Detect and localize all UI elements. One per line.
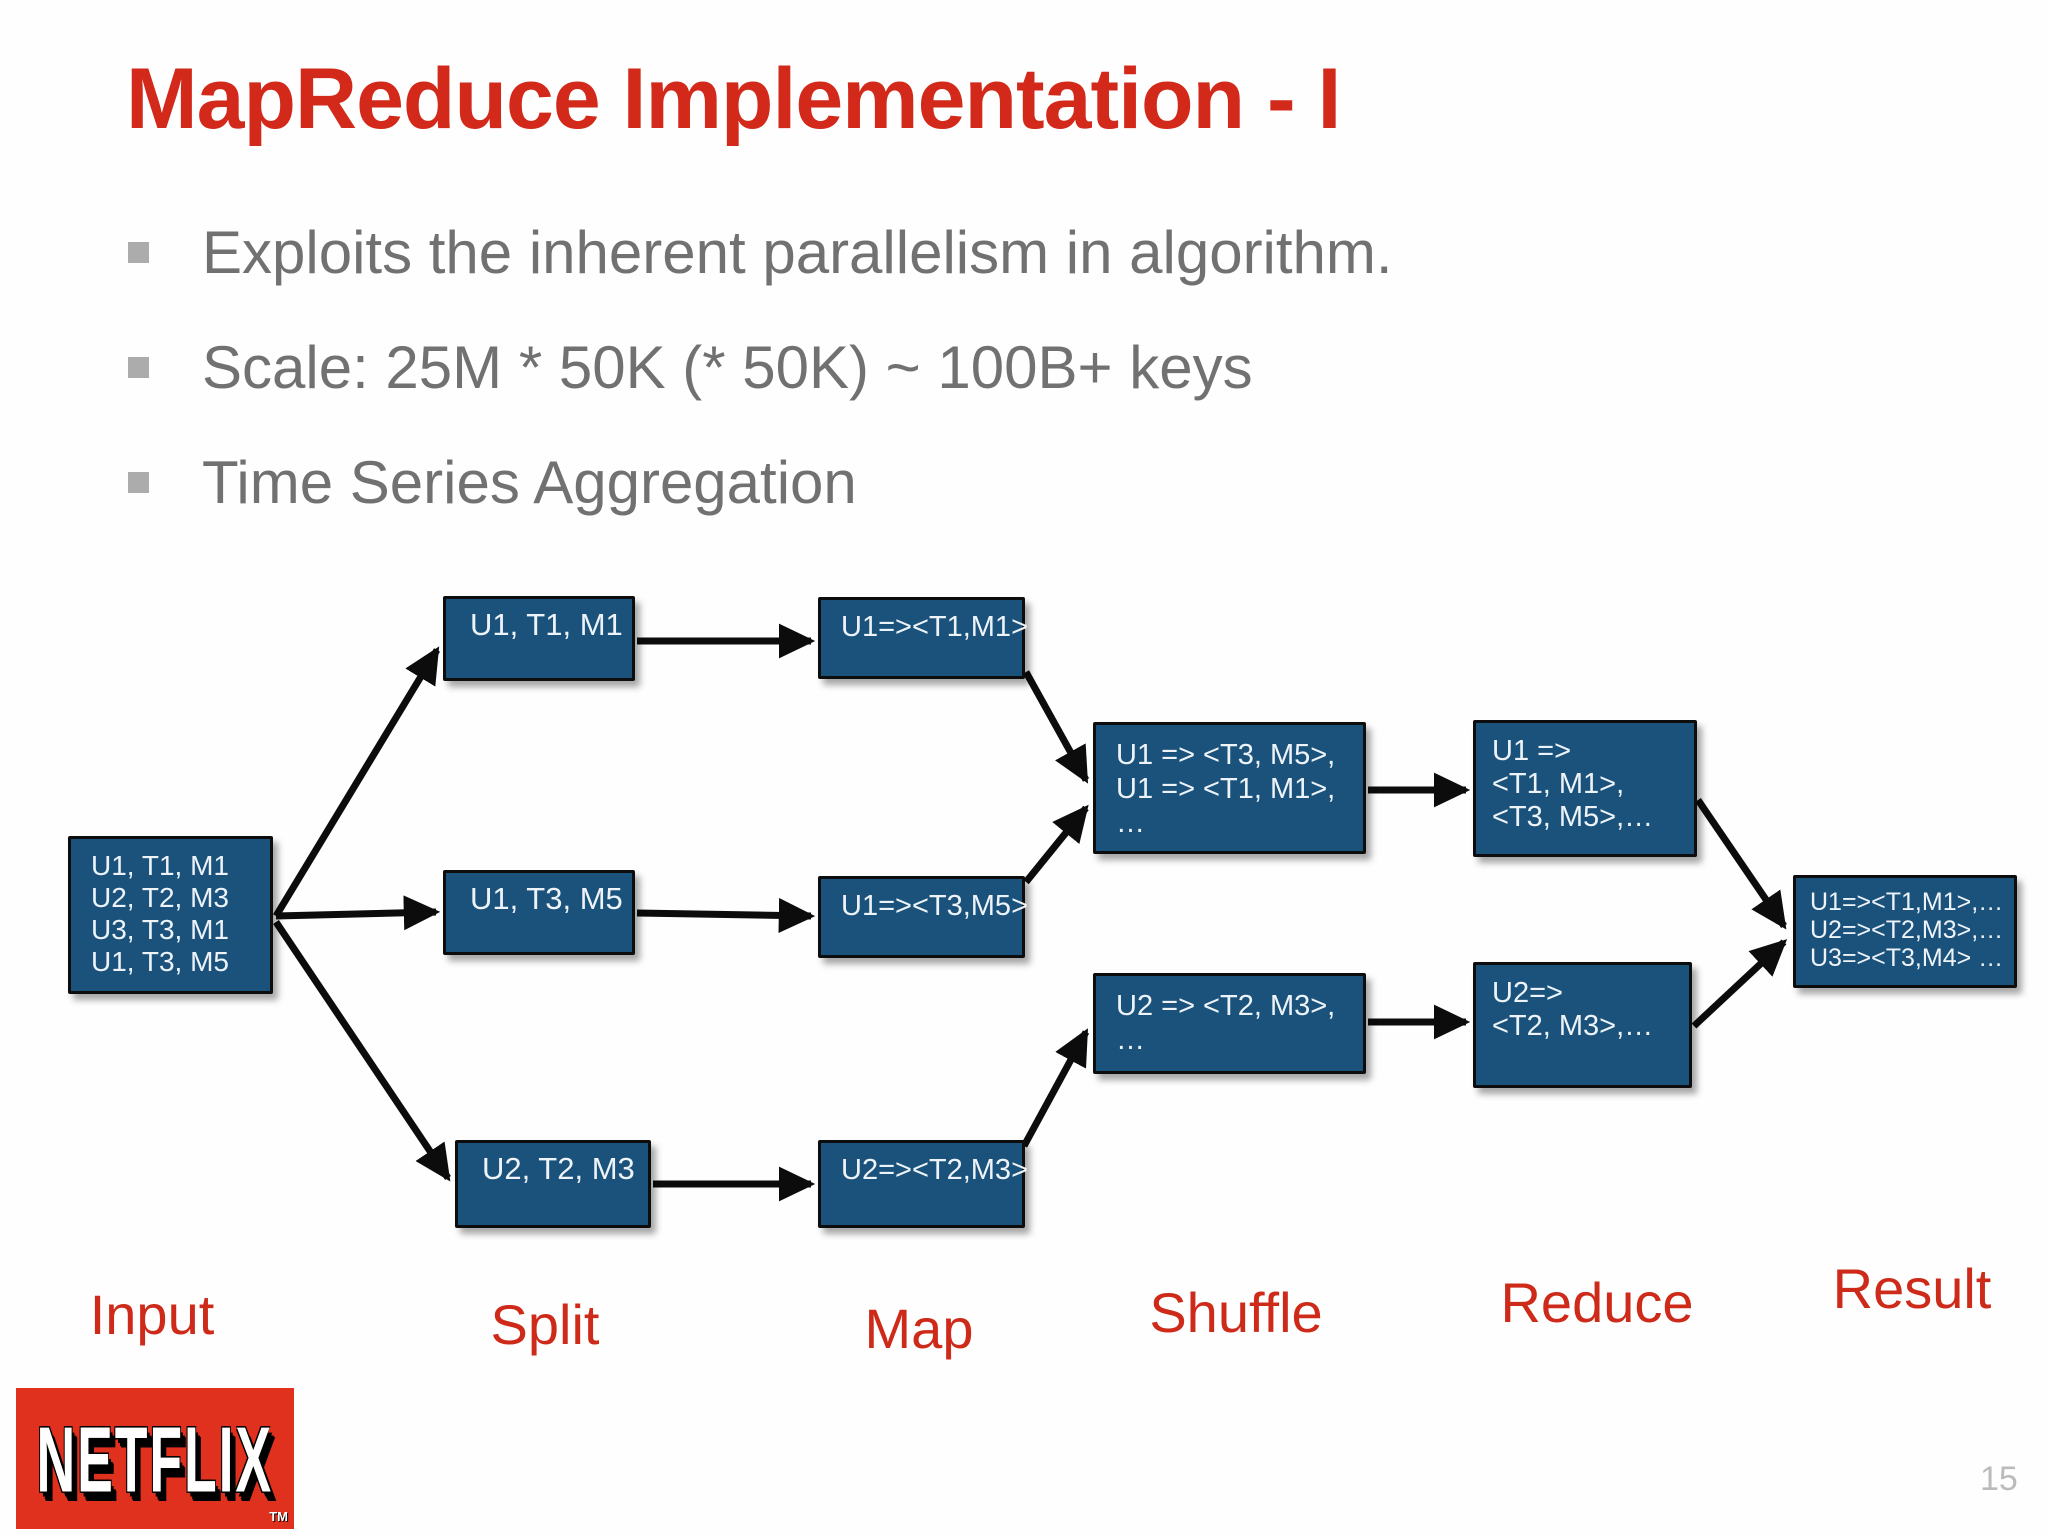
- slide-title: MapReduce Implementation - I: [126, 51, 1341, 147]
- bullet-square-icon: [128, 357, 149, 378]
- node-shuffle-1-line: …: [1116, 807, 1145, 839]
- node-input-line: U3, T3, M1: [91, 914, 229, 945]
- stage-label-map: Map: [864, 1297, 974, 1360]
- node-map-1: U1=><T1,M1>: [818, 597, 1028, 679]
- node-shuffle-2-line: U2 => <T2, M3>,: [1116, 990, 1336, 1022]
- stage-label-split: Split: [490, 1293, 600, 1356]
- node-reduce-2: U2=> <T2, M3>,…: [1473, 962, 1692, 1088]
- node-split-3-text: U2, T2, M3: [482, 1151, 635, 1186]
- arrow-input-split1: [273, 646, 440, 918]
- node-result-line: U3=><T3,M4> …: [1810, 944, 2004, 972]
- node-split-1: U1, T1, M1: [443, 596, 635, 681]
- node-result-line: U2=><T2,M3>,…: [1810, 916, 2004, 944]
- bullet-square-icon: [128, 472, 149, 493]
- arrow-input-split3: [273, 920, 451, 1182]
- stage-label-shuffle: Shuffle: [1149, 1281, 1323, 1344]
- node-reduce-1-line: <T3, M5>,…: [1492, 801, 1654, 833]
- node-shuffle-2-line: …: [1116, 1024, 1145, 1056]
- node-split-3: U2, T2, M3: [455, 1140, 651, 1228]
- bullet-text: Time Series Aggregation: [202, 449, 857, 516]
- node-map-2-text: U1=><T3,M5>: [841, 890, 1028, 922]
- arrow-input-split2: [275, 895, 441, 931]
- node-result-line: U1=><T1,M1>,…: [1810, 888, 2004, 916]
- node-map-2: U1=><T3,M5>: [818, 876, 1028, 958]
- node-split-1-text: U1, T1, M1: [470, 607, 623, 642]
- arrow-map1-shuffle1: [1022, 670, 1090, 784]
- arrow-map2-shuffle1: [1023, 804, 1089, 885]
- stage-label-result: Result: [1832, 1257, 1992, 1320]
- netflix-logo-text: NETFLIX: [36, 1408, 274, 1512]
- node-split-2: U1, T3, M5: [443, 870, 635, 955]
- node-reduce-1: U1 => <T1, M1>, <T3, M5>,…: [1473, 720, 1697, 857]
- node-split-2-text: U1, T3, M5: [470, 881, 623, 916]
- node-shuffle-1-line: U1 => <T1, M1>,: [1116, 773, 1336, 805]
- node-shuffle-1: U1 => <T3, M5>, U1 => <T1, M1>, …: [1093, 722, 1366, 854]
- bullet-text: Scale: 25M * 50K (* 50K) ~ 100B+ keys: [202, 334, 1253, 401]
- node-reduce-1-line: <T1, M1>,: [1492, 768, 1625, 800]
- bullet-item: Scale: 25M * 50K (* 50K) ~ 100B+ keys: [128, 325, 1393, 410]
- bullet-list: Exploits the inherent parallelism in alg…: [128, 210, 1393, 555]
- trademark-mark: TM: [269, 1509, 288, 1524]
- arrow-reduce2-result: [1691, 939, 1788, 1029]
- node-map-3: U2=><T2,M3>: [818, 1140, 1028, 1228]
- node-input-line: U1, T1, M1: [91, 850, 229, 881]
- node-input: U1, T1, M1 U2, T2, M3 U3, T3, M1 U1, T3,…: [68, 836, 273, 994]
- netflix-logo: NETFLIX TM: [16, 1388, 294, 1529]
- node-map-3-text: U2=><T2,M3>: [841, 1154, 1028, 1186]
- bullet-item: Time Series Aggregation: [128, 440, 1393, 525]
- node-reduce-2-line: <T2, M3>,…: [1492, 1010, 1654, 1042]
- node-reduce-2-line: U2=>: [1492, 977, 1563, 1009]
- node-map-1-text: U1=><T1,M1>: [841, 611, 1028, 643]
- arrow-reduce1-result: [1695, 798, 1787, 930]
- node-shuffle-2: U2 => <T2, M3>, …: [1093, 973, 1366, 1074]
- arrow-split2-map2: [636, 897, 816, 933]
- node-result: U1=><T1,M1>,… U2=><T2,M3>,… U3=><T3,M4> …: [1793, 875, 2017, 988]
- bullet-text: Exploits the inherent parallelism in alg…: [202, 219, 1393, 286]
- bullet-item: Exploits the inherent parallelism in alg…: [128, 210, 1393, 295]
- bullet-square-icon: [128, 242, 149, 263]
- page-number: 15: [1980, 1460, 2018, 1498]
- arrow-map3-shuffle2: [1020, 1028, 1090, 1148]
- node-shuffle-1-line: U1 => <T3, M5>,: [1116, 739, 1336, 771]
- node-input-line: U2, T2, M3: [91, 882, 229, 913]
- stage-label-reduce: Reduce: [1500, 1271, 1694, 1334]
- node-reduce-1-line: U1 =>: [1492, 735, 1571, 767]
- node-input-line: U1, T3, M5: [91, 946, 229, 977]
- stage-label-input: Input: [89, 1283, 215, 1346]
